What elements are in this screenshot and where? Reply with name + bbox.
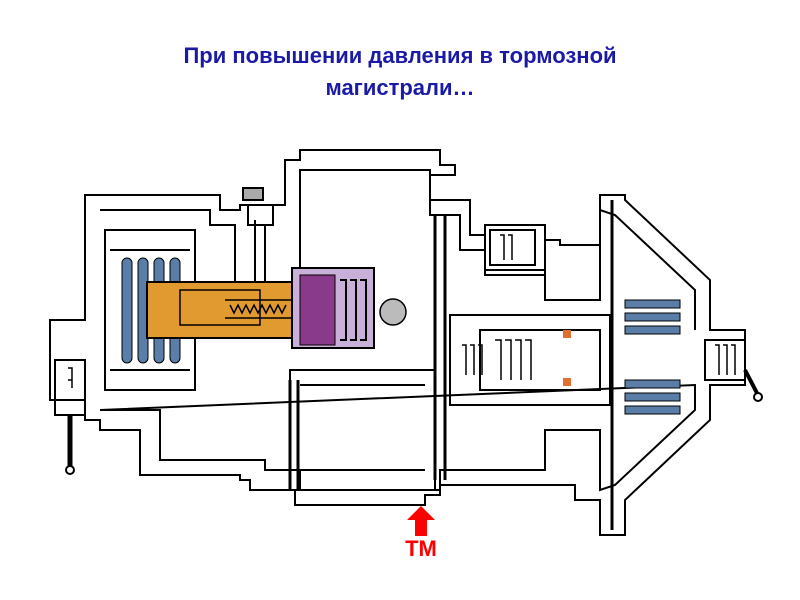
- slide-title: При повышении давления в тормозной магис…: [0, 40, 800, 104]
- handle-tip: [65, 465, 75, 475]
- title-line-2: магистрали…: [325, 75, 475, 100]
- tm-port-label: ТМ: [405, 536, 437, 561]
- orange-seal-bottom: [563, 378, 571, 386]
- housing-left-outline: [49, 149, 746, 536]
- title-line-1: При повышении давления в тормозной: [183, 43, 617, 68]
- chamber-inner-lines: [300, 384, 425, 471]
- eccentric-cam: [379, 298, 407, 326]
- inner-wall: [99, 169, 696, 492]
- gold-piston: [146, 281, 308, 339]
- right-end-cap: [704, 339, 746, 381]
- center-springs: [340, 279, 367, 341]
- top-cap: [242, 187, 264, 201]
- right-piston-chamber: [449, 314, 611, 406]
- right-small-springs: [68, 234, 736, 388]
- orange-seal-top: [563, 330, 571, 338]
- tm-arrow: [407, 506, 435, 536]
- chamber-divider: [289, 369, 436, 491]
- right-diaphragm-springs: [624, 299, 681, 415]
- right-valve-block: [484, 224, 546, 276]
